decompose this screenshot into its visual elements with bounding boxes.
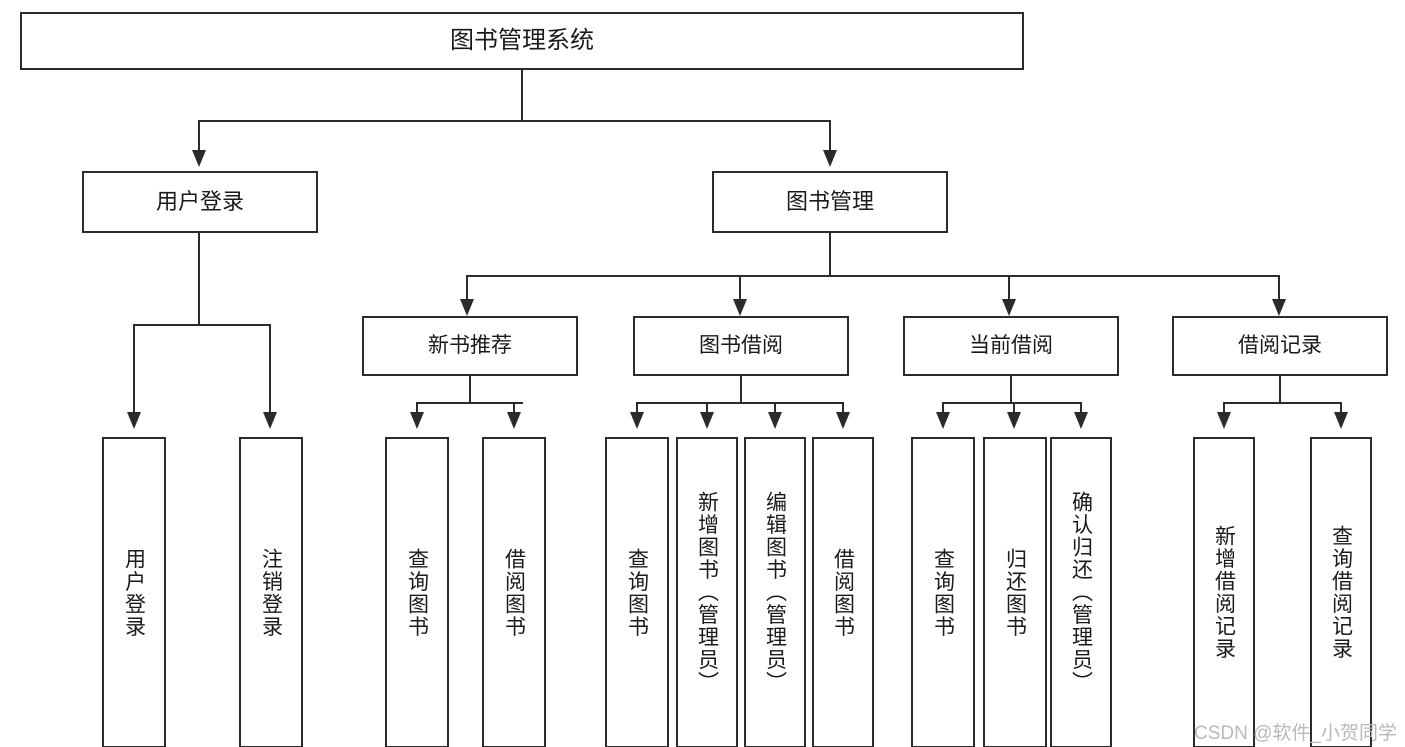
node-new-book-recommend[interactable]: 新书推荐: [362, 316, 578, 376]
connector-drop-new-book-recommend: [466, 275, 469, 302]
connector-drop-leaf-confirm-return: [1080, 402, 1083, 415]
connector-drop-leaf-add-record: [1223, 402, 1226, 415]
connector-drop-leaf-borrow-book-1: [513, 402, 516, 415]
connector-book-manage-stem: [829, 233, 832, 277]
node-book-manage-label: 图书管理: [785, 188, 874, 214]
connector-new-book-recommend-stem: [469, 376, 472, 404]
arrowhead-leaf-query-book-2: [630, 412, 644, 429]
node-leaf-borrow-book-2-label: 借阅图书: [831, 547, 855, 638]
arrowhead-leaf-add-book: [700, 412, 714, 429]
connector-drop-leaf-borrow-book-2: [842, 402, 845, 415]
connector-user-login-bus: [133, 324, 271, 327]
node-leaf-edit-book[interactable]: 编辑图书（管理员）: [744, 437, 806, 747]
node-borrow-record-label: 借阅记录: [1238, 334, 1322, 358]
connector-root-stem: [521, 70, 524, 121]
connector-drop-borrow-record: [1278, 275, 1281, 302]
connector-drop-book-borrow: [739, 275, 742, 302]
connector-drop-leaf-return-book: [1013, 402, 1016, 415]
arrowhead-leaf-add-record: [1217, 412, 1231, 429]
node-leaf-add-record[interactable]: 新增借阅记录: [1193, 437, 1255, 747]
connector-drop-user-login: [198, 120, 201, 152]
connector-level3-bus: [466, 275, 1280, 278]
node-leaf-borrow-book-1-label: 借阅图书: [502, 547, 526, 638]
arrowhead-leaf-borrow-book-2: [836, 412, 850, 429]
node-root[interactable]: 图书管理系统: [20, 12, 1024, 70]
arrowhead-book-borrow: [733, 299, 747, 316]
node-user-login[interactable]: 用户登录: [82, 171, 318, 233]
node-leaf-return-book-label: 归还图书: [1003, 547, 1027, 638]
node-leaf-add-book-label: 新增图书（管理员）: [695, 491, 719, 694]
connector-drop-leaf-query-book-1: [416, 402, 419, 415]
arrowhead-leaf-user-login: [127, 412, 141, 429]
node-leaf-borrow-book-1[interactable]: 借阅图书: [482, 437, 546, 747]
node-leaf-add-record-label: 新增借阅记录: [1212, 525, 1236, 660]
node-leaf-borrow-book-2[interactable]: 借阅图书: [812, 437, 874, 747]
connector-drop-leaf-query-book-3: [942, 402, 945, 415]
node-leaf-query-record-label: 查询借阅记录: [1329, 525, 1353, 660]
node-leaf-query-book-3-label: 查询图书: [931, 547, 955, 638]
connector-drop-book-manage: [829, 120, 832, 152]
node-leaf-query-record[interactable]: 查询借阅记录: [1310, 437, 1372, 747]
node-leaf-user-logout-label: 注销登录: [259, 547, 283, 638]
node-leaf-edit-book-label: 编辑图书（管理员）: [763, 491, 787, 694]
connector-book-borrow-bus: [636, 402, 843, 405]
arrowhead-leaf-user-logout: [263, 412, 277, 429]
node-book-manage[interactable]: 图书管理: [712, 171, 948, 233]
arrowhead-user-login: [192, 150, 206, 167]
connector-current-borrow-bus: [942, 402, 1081, 405]
connector-new-book-recommend-bus: [416, 402, 523, 405]
node-leaf-query-book-1-label: 查询图书: [405, 547, 429, 638]
node-leaf-query-book-2[interactable]: 查询图书: [605, 437, 669, 747]
connector-book-borrow-stem: [740, 376, 743, 404]
arrowhead-leaf-edit-book: [768, 412, 782, 429]
arrowhead-leaf-query-book-1: [410, 412, 424, 429]
arrowhead-leaf-query-record: [1334, 412, 1348, 429]
node-leaf-user-login-label: 用户登录: [122, 547, 146, 638]
connector-current-borrow-stem: [1010, 376, 1013, 404]
connector-drop-leaf-add-book: [706, 402, 709, 415]
node-leaf-user-logout[interactable]: 注销登录: [239, 437, 303, 747]
arrowhead-leaf-return-book: [1007, 412, 1021, 429]
node-root-label: 图书管理系统: [450, 26, 594, 54]
arrowhead-new-book-recommend: [460, 299, 474, 316]
node-user-login-label: 用户登录: [155, 188, 244, 214]
node-leaf-user-login[interactable]: 用户登录: [102, 437, 166, 747]
node-leaf-add-book[interactable]: 新增图书（管理员）: [676, 437, 738, 747]
connector-drop-current-borrow: [1008, 275, 1011, 302]
connector-drop-leaf-query-record: [1340, 402, 1343, 415]
connector-level2-bus: [198, 120, 831, 123]
arrowhead-current-borrow: [1002, 299, 1016, 316]
node-leaf-return-book[interactable]: 归还图书: [983, 437, 1047, 747]
connector-user-login-stem: [198, 233, 201, 326]
arrowhead-leaf-query-book-3: [936, 412, 950, 429]
connector-drop-leaf-user-login: [133, 324, 136, 415]
node-book-borrow[interactable]: 图书借阅: [633, 316, 849, 376]
node-leaf-query-book-3[interactable]: 查询图书: [911, 437, 975, 747]
node-current-borrow[interactable]: 当前借阅: [903, 316, 1119, 376]
node-current-borrow-label: 当前借阅: [969, 334, 1053, 358]
node-new-book-recommend-label: 新书推荐: [428, 334, 512, 358]
connector-borrow-record-stem: [1279, 376, 1282, 404]
node-leaf-confirm-return[interactable]: 确认归还（管理员）: [1050, 437, 1112, 747]
arrowhead-borrow-record: [1272, 299, 1286, 316]
arrowhead-leaf-confirm-return: [1074, 412, 1088, 429]
arrowhead-leaf-borrow-book-1: [507, 412, 521, 429]
connector-drop-leaf-user-logout: [269, 324, 272, 415]
node-leaf-query-book-1[interactable]: 查询图书: [385, 437, 449, 747]
connector-borrow-record-bus: [1223, 402, 1341, 405]
node-borrow-record[interactable]: 借阅记录: [1172, 316, 1388, 376]
connector-drop-leaf-query-book-2: [636, 402, 639, 415]
node-book-borrow-label: 图书借阅: [699, 334, 783, 358]
node-leaf-confirm-return-label: 确认归还（管理员）: [1069, 491, 1093, 694]
node-leaf-query-book-2-label: 查询图书: [625, 547, 649, 638]
connector-drop-leaf-edit-book: [774, 402, 777, 415]
arrowhead-book-manage: [823, 150, 837, 167]
